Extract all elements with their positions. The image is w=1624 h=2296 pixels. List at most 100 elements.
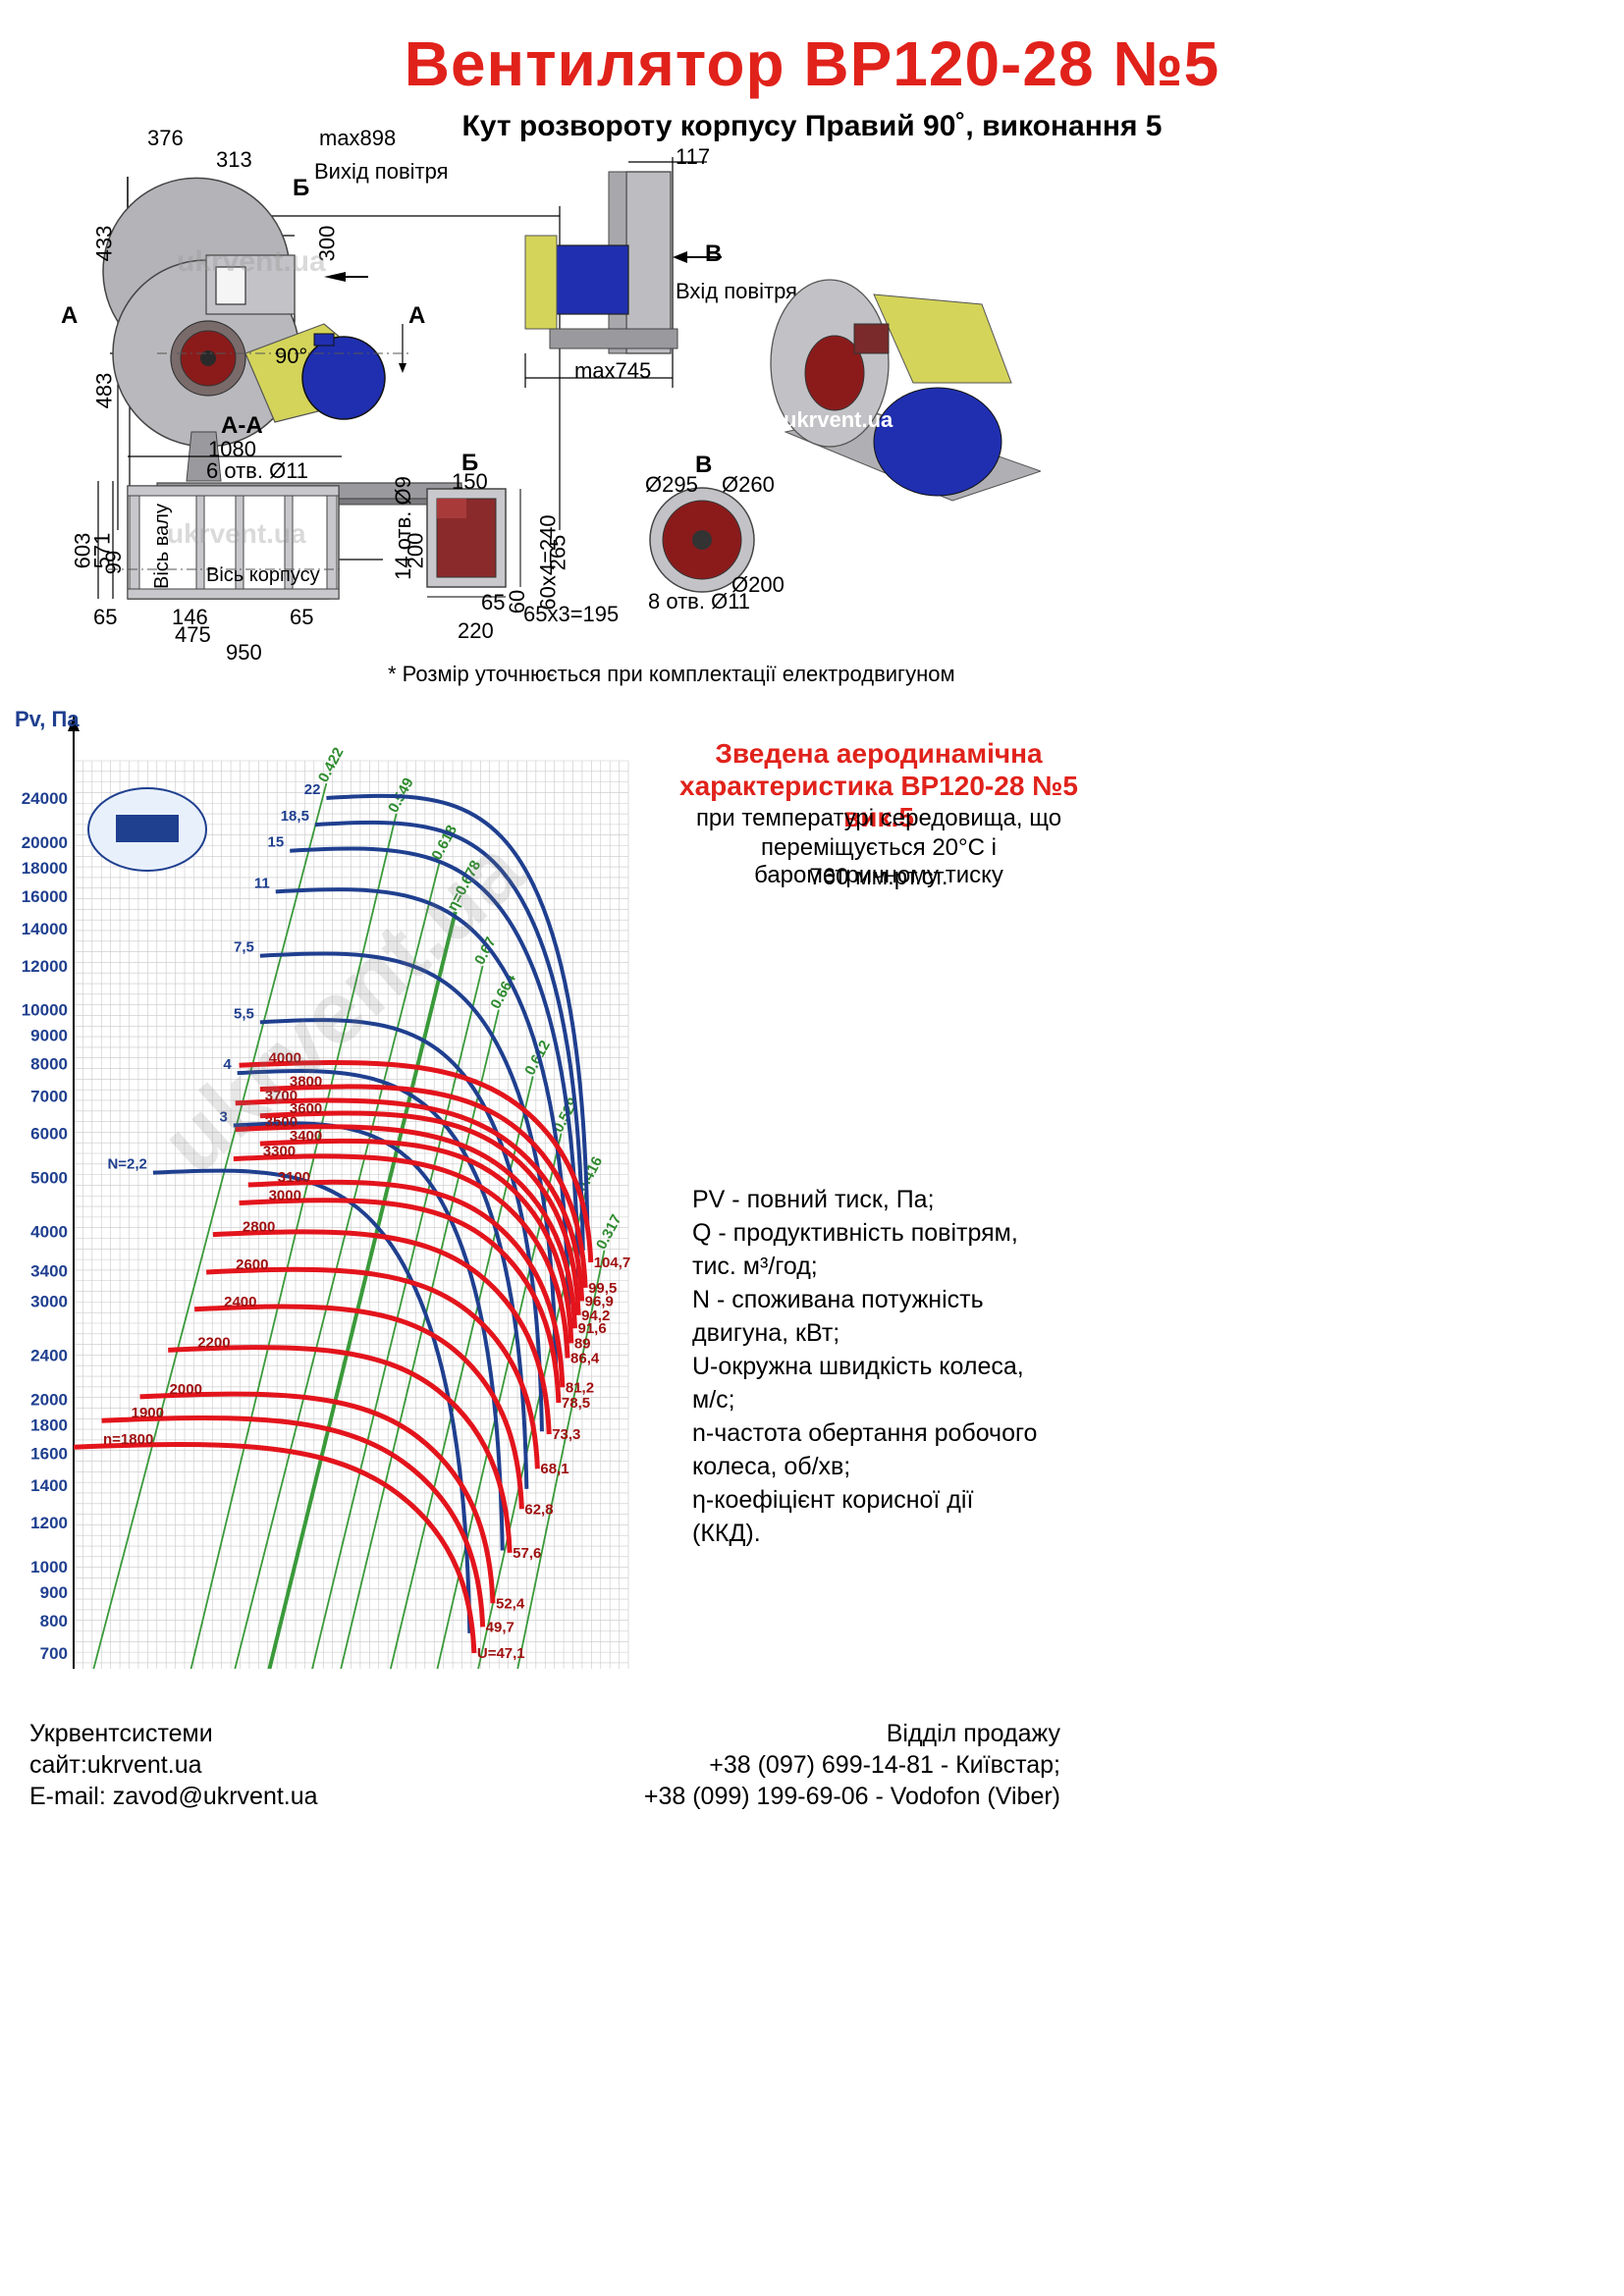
- efficiency-line: [389, 1076, 534, 1669]
- chart-legend-title-2: характеристика ВР120-28 №5 вик.5: [679, 771, 1078, 832]
- rpm-curve: [259, 1138, 574, 1344]
- inlet-label: Вхід повітря: [676, 279, 797, 303]
- rpm-label: 3000: [269, 1188, 301, 1204]
- efficiency-line: [311, 965, 484, 1669]
- definition-n-rpm: n-частота обертання робочого: [692, 1419, 1038, 1447]
- velocity-label: 81,2: [566, 1379, 594, 1396]
- footer-sales-title: Відділ продажу: [886, 1720, 1060, 1747]
- velocity-label: 73,3: [552, 1426, 580, 1443]
- dim-200: 200: [403, 532, 428, 569]
- y-tick-label: 2000: [30, 1390, 68, 1409]
- velocity-label: 91,6: [578, 1320, 607, 1337]
- front-view-drawing: [102, 177, 561, 569]
- y-tick-label: 16000: [22, 887, 68, 906]
- dim-150: 150: [452, 469, 488, 494]
- rpm-curve: [101, 1415, 486, 1628]
- y-tick-label: 5000: [30, 1169, 68, 1188]
- dim-65: 65: [481, 590, 506, 614]
- rpm-label: 3500: [265, 1114, 298, 1131]
- power-label: 11: [254, 875, 270, 891]
- velocity-label: 104,7: [594, 1255, 631, 1271]
- power-label: 5,5: [234, 1005, 254, 1022]
- dim-950: 950: [226, 640, 262, 665]
- rpm-curve: [206, 1266, 540, 1469]
- dim-99: 99: [101, 550, 127, 575]
- footer-company-name: Укрвентсистеми: [29, 1720, 213, 1747]
- power-label: 7,5: [234, 939, 254, 956]
- footer-company: Укрвентсистеми сайт:ukrvent.ua E-mail: z…: [29, 1718, 318, 1812]
- rpm-label: 3300: [263, 1144, 296, 1160]
- watermark-front: ukrvent.ua: [177, 245, 326, 278]
- rpm-label: 2600: [236, 1256, 268, 1273]
- velocity-label: 94,2: [581, 1308, 610, 1324]
- footer-phone-vodafone: +38 (099) 199-69-06 - Vodofon (Viber): [643, 1783, 1060, 1810]
- dim-1080: 1080: [208, 437, 256, 461]
- rpm-curve: [73, 1442, 477, 1654]
- rpm-curve: [139, 1391, 496, 1604]
- y-tick-label: 9000: [30, 1027, 68, 1045]
- definition-pv: PV - повний тиск, Па;: [692, 1186, 935, 1213]
- side-view-drawing: [524, 157, 722, 388]
- y-tick-label: 900: [40, 1583, 68, 1602]
- outlet-label: Вихід повітря: [314, 159, 449, 184]
- power-label: 18,5: [281, 808, 309, 825]
- dim-max898: max898: [319, 126, 397, 150]
- dim-313: 313: [216, 147, 252, 172]
- velocity-label: 49,7: [486, 1619, 514, 1635]
- definition-u: U-окружна швидкість колеса, м/с;: [692, 1353, 1024, 1414]
- y-tick-label: 1800: [30, 1415, 68, 1434]
- footnote: * Розмір уточнюється при комплектації ел…: [388, 662, 955, 686]
- view-v-drawing: [649, 487, 755, 593]
- dim-d295: Ø295: [645, 472, 698, 497]
- velocity-label: 99,5: [588, 1280, 617, 1297]
- section-aa-title: А-А: [221, 412, 263, 439]
- dim-max745: max745: [574, 358, 652, 383]
- rpm-curve: [233, 1153, 570, 1359]
- y-tick-label: 14000: [22, 920, 68, 938]
- footer-site: сайт:ukrvent.ua: [29, 1751, 202, 1779]
- y-tick-label: 12000: [22, 957, 68, 976]
- dim-376: 376: [147, 126, 184, 150]
- y-tick-label: 3000: [30, 1292, 68, 1310]
- y-tick-label: 1600: [30, 1444, 68, 1463]
- dim-angle-90: 90°: [275, 344, 308, 368]
- y-tick-label: 700: [40, 1644, 68, 1663]
- rpm-label: 2400: [224, 1294, 256, 1310]
- power-label: 4: [223, 1056, 232, 1073]
- view-b-marker: Б: [293, 175, 310, 201]
- dim-65-right: 65: [290, 605, 314, 629]
- rpm-curve: [259, 1084, 588, 1288]
- y-tick-label: 7000: [30, 1088, 68, 1106]
- y-tick-label: 18000: [22, 859, 68, 878]
- section-a-left: А: [61, 302, 79, 329]
- y-tick-label: 24000: [22, 789, 68, 808]
- dim-8-holes: 8 отв. Ø11: [648, 589, 751, 614]
- y-tick-label: 20000: [22, 833, 68, 852]
- y-tick-label: 8000: [30, 1055, 68, 1074]
- velocity-label: 68,1: [540, 1461, 568, 1477]
- efficiency-line: [92, 782, 328, 1669]
- power-label: 22: [304, 781, 321, 798]
- dim-117: 117: [676, 144, 711, 169]
- chart-legend-title-1: Зведена аеродинамічна: [715, 738, 1043, 769]
- dim-65-left: 65: [93, 605, 118, 629]
- rpm-curve: [259, 1110, 581, 1315]
- y-tick-label: 800: [40, 1612, 68, 1630]
- velocity-label: U=47,1: [477, 1645, 525, 1662]
- power-label: 15: [268, 834, 285, 851]
- y-tick-label: 6000: [30, 1125, 68, 1144]
- dim-195: 65x3=195: [523, 602, 620, 626]
- rpm-curve: [235, 1097, 585, 1302]
- section-a-right: А: [408, 302, 426, 329]
- definitions-block: PV - повний тиск, Па; Q - продуктивність…: [692, 1183, 1046, 1550]
- power-curve: [314, 820, 585, 1251]
- efficiency-line: [340, 1009, 500, 1669]
- company-seal-emblem: [116, 815, 179, 842]
- power-label: 3: [219, 1109, 227, 1126]
- y-tick-label: 1200: [30, 1514, 68, 1532]
- dim-146: 146: [172, 605, 208, 629]
- rpm-label: 1900: [132, 1405, 164, 1421]
- velocity-label: 89: [574, 1335, 591, 1352]
- rpm-label: 3100: [278, 1169, 310, 1186]
- velocity-label: 57,6: [513, 1545, 541, 1562]
